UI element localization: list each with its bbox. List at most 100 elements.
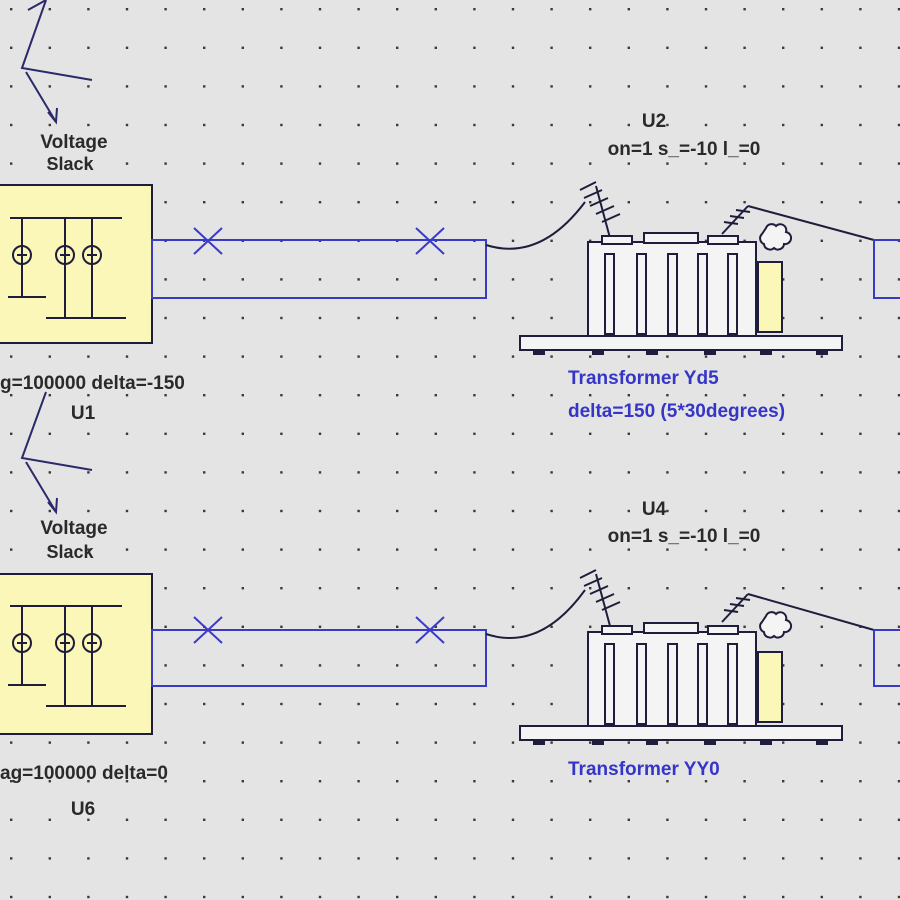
grid-dot [280,587,283,590]
grid-dot [550,123,553,127]
grid-dot [10,509,13,513]
grid-dot [280,278,283,281]
grid-dot [627,123,630,127]
grid-dot [280,664,283,667]
grid-dot [627,741,630,744]
grid-dot [318,702,322,706]
grid-dot [203,46,206,49]
grid-dot [704,162,708,165]
grid-dot [10,8,13,11]
grid-dot [550,355,553,358]
grid-dot [550,46,553,49]
grid-dot [782,162,785,165]
grid-dot [589,895,592,899]
grid-dot [357,895,360,899]
grid-dot [511,471,515,474]
grid-dot [511,239,515,242]
grid-dot [820,548,823,551]
upper-voltage-slack-source[interactable] [0,184,153,344]
grid-dot [820,394,823,397]
grid-dot [704,548,708,551]
grid-dot [10,162,13,165]
upper-cable-line[interactable] [151,227,487,299]
lower-cable-line[interactable] [151,616,487,687]
grid-dot [550,85,553,88]
grid-dot [396,780,399,783]
grid-dot [241,895,244,899]
grid-dot [589,432,592,435]
grid-dot [203,509,206,513]
grid-dot [318,278,322,281]
grid-dot [782,741,785,744]
grid-dot [589,818,592,821]
grid-dot [357,857,360,860]
grid-dot [164,702,167,706]
grid-dot [280,702,283,706]
grid-dot [550,162,553,165]
grid-dot [666,162,669,165]
grid-dot [627,432,630,435]
grid-dot [897,355,900,358]
lower-voltage-slack-source[interactable] [0,573,153,735]
grid-dot [241,8,244,11]
grid-dot [859,780,862,783]
grid-dot [666,780,669,783]
grid-dot [589,85,592,88]
grid-dot [511,8,515,11]
grid-dot [859,162,862,165]
grid-dot [859,818,862,821]
grid-dot [434,162,437,165]
grid-dot [318,625,322,628]
grid-dot [434,394,437,397]
lower-transformer-yy0[interactable] [485,569,900,745]
grid-dot [318,46,322,49]
grid-dot [550,548,553,551]
grid-dot [10,471,13,474]
grid-dot [473,702,476,706]
grid-dot [203,548,206,551]
upper-circuit [0,0,900,355]
grid-dot [897,780,900,783]
grid-dot [550,587,553,590]
grid-dot [241,123,244,127]
grid-dot [704,587,708,590]
grid-dot [241,625,244,628]
grid-dot [473,278,476,281]
grid-dot [203,278,206,281]
upper-transformer-yd5[interactable] [485,181,900,355]
grid-dot [203,818,206,821]
grid-dot [87,741,90,744]
grid-dot [125,85,129,88]
grid-dot [241,702,244,706]
grid-dot [550,818,553,821]
grid-dot [511,394,515,397]
grid-dot [511,857,515,860]
grid-dot [743,741,746,744]
grid-dot [10,548,13,551]
grid-dot [241,316,244,320]
grid-dot [859,355,862,358]
grid-dot [164,664,167,667]
grid-dot [164,162,167,165]
grid-dot [10,432,13,435]
grid-dot [357,625,360,628]
grid-dot [203,702,206,706]
grid-dot [473,625,476,628]
grid-dot [473,316,476,320]
grid-dot [782,702,785,706]
grid-dot [125,162,129,165]
grid-dot [897,548,900,551]
grid-dot [704,432,708,435]
grid-dot [666,548,669,551]
grid-dot [743,394,746,397]
grid-dot [48,123,51,127]
grid-dot [318,664,322,667]
grid-dot [241,587,244,590]
grid-dot [164,432,167,435]
grid-dot [859,895,862,899]
grid-dot [473,201,476,204]
grid-dot [511,587,515,590]
grid-dot [164,201,167,204]
grid-dot [897,664,900,667]
grid-dot [48,780,51,783]
